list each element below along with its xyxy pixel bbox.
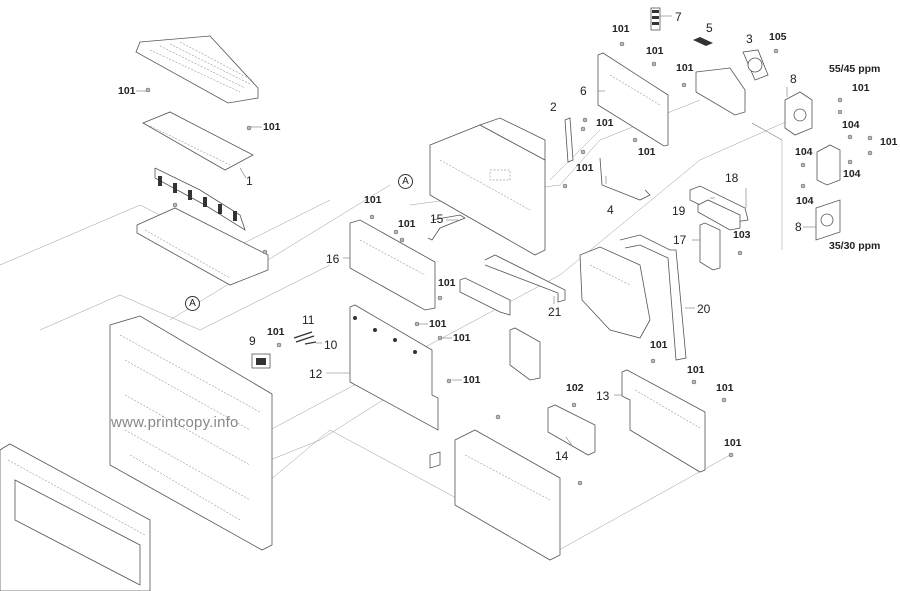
part-1-actuators <box>154 167 246 231</box>
label-part-14: 14 <box>555 449 569 463</box>
part-top-grille <box>135 35 259 104</box>
label-screw-101: 101 <box>429 318 447 330</box>
part-17-board <box>699 222 721 271</box>
part-16-board <box>349 219 436 311</box>
label-leaders <box>136 15 816 448</box>
label-screw-101: 101 <box>596 117 614 129</box>
label-part-3: 3 <box>746 32 753 46</box>
part-9-switch <box>251 353 271 369</box>
reference-mark-a: A <box>398 174 413 189</box>
part-19-bracket <box>697 199 741 231</box>
part-3-fan <box>742 49 769 81</box>
label-part-1: 1 <box>246 174 253 188</box>
label-part-2: 2 <box>550 100 557 114</box>
part-104-bracket <box>816 144 841 186</box>
part-small-plate <box>509 327 541 381</box>
label-part-8-lower: 8 <box>795 220 802 234</box>
part-11-rods <box>293 331 315 343</box>
label-screw-101: 101 <box>687 364 705 376</box>
label-screw-104: 104 <box>842 119 860 131</box>
label-part-19: 19 <box>672 204 686 218</box>
label-screw-101: 101 <box>118 85 136 97</box>
watermark-text: www.printcopy.info <box>111 414 239 431</box>
part-21-cable <box>484 254 566 303</box>
label-part-21: 21 <box>548 305 562 319</box>
part-14-bracket <box>547 404 596 456</box>
part-bracket-small <box>459 277 511 316</box>
label-screw-101: 101 <box>716 382 734 394</box>
part-13-board <box>621 369 706 473</box>
variant-label-55-45: 55/45 ppm <box>829 63 881 75</box>
label-screw-101: 101 <box>364 194 382 206</box>
label-part-7: 7 <box>675 10 682 24</box>
label-screw-101: 101 <box>453 332 471 344</box>
label-part-12: 12 <box>309 367 323 381</box>
part-drive-unit <box>579 246 651 339</box>
label-screw-103: 103 <box>733 229 751 241</box>
label-screw-101: 101 <box>463 374 481 386</box>
part-lower-chassis <box>429 429 561 561</box>
label-screw-101: 101 <box>724 437 742 449</box>
part-fan-holder <box>695 67 746 116</box>
label-screw-101: 101 <box>263 121 281 133</box>
label-part-10: 10 <box>324 338 338 352</box>
part-12-board <box>349 304 439 431</box>
part-2-bracket <box>564 117 574 163</box>
label-part-20: 20 <box>697 302 711 316</box>
label-screw-101: 101 <box>438 277 456 289</box>
label-screw-101: 101 <box>576 162 594 174</box>
label-part-15: 15 <box>430 212 444 226</box>
label-screw-101: 101 <box>650 339 668 351</box>
label-screw-101: 101 <box>646 45 664 57</box>
part-center-chassis <box>429 117 546 256</box>
label-screw-101: 101 <box>852 82 870 94</box>
label-part-8: 8 <box>790 72 797 86</box>
part-1-base-frame <box>136 207 269 286</box>
part-20-cable <box>619 234 687 361</box>
label-screw-104: 104 <box>843 168 861 180</box>
label-screw-105: 105 <box>769 31 787 43</box>
label-part-6: 6 <box>580 84 587 98</box>
reference-mark-a: A <box>185 296 200 311</box>
variant-label-35-30: 35/30 ppm <box>829 240 881 252</box>
part-7-module <box>650 7 661 31</box>
part-6-board <box>597 52 669 147</box>
label-screw-104: 104 <box>796 195 814 207</box>
label-part-18: 18 <box>725 171 739 185</box>
label-screw-101: 101 <box>398 218 416 230</box>
part-10-pin <box>304 341 317 345</box>
label-part-11: 11 <box>302 313 315 327</box>
part-5-chip <box>693 37 713 46</box>
screws <box>145 41 873 486</box>
label-screw-101: 101 <box>638 146 656 158</box>
label-part-5: 5 <box>706 21 713 35</box>
label-screw-104: 104 <box>795 146 813 158</box>
part-lower-frame <box>0 443 151 591</box>
part-8-upper <box>784 91 813 136</box>
label-part-4: 4 <box>607 203 614 217</box>
label-screw-101: 101 <box>612 23 630 35</box>
part-4-cable <box>599 157 651 201</box>
part-1-board <box>142 111 254 171</box>
label-screw-101: 101 <box>880 136 898 148</box>
label-screw-101: 101 <box>676 62 694 74</box>
part-15-cable <box>427 214 466 241</box>
label-part-13: 13 <box>596 389 610 403</box>
label-part-16: 16 <box>326 252 340 266</box>
label-screw-102: 102 <box>566 382 584 394</box>
label-screw-101: 101 <box>267 326 285 338</box>
part-8-lower <box>815 199 841 241</box>
part-main-frame <box>109 315 273 551</box>
label-part-17: 17 <box>673 233 687 247</box>
label-part-9: 9 <box>249 334 256 348</box>
